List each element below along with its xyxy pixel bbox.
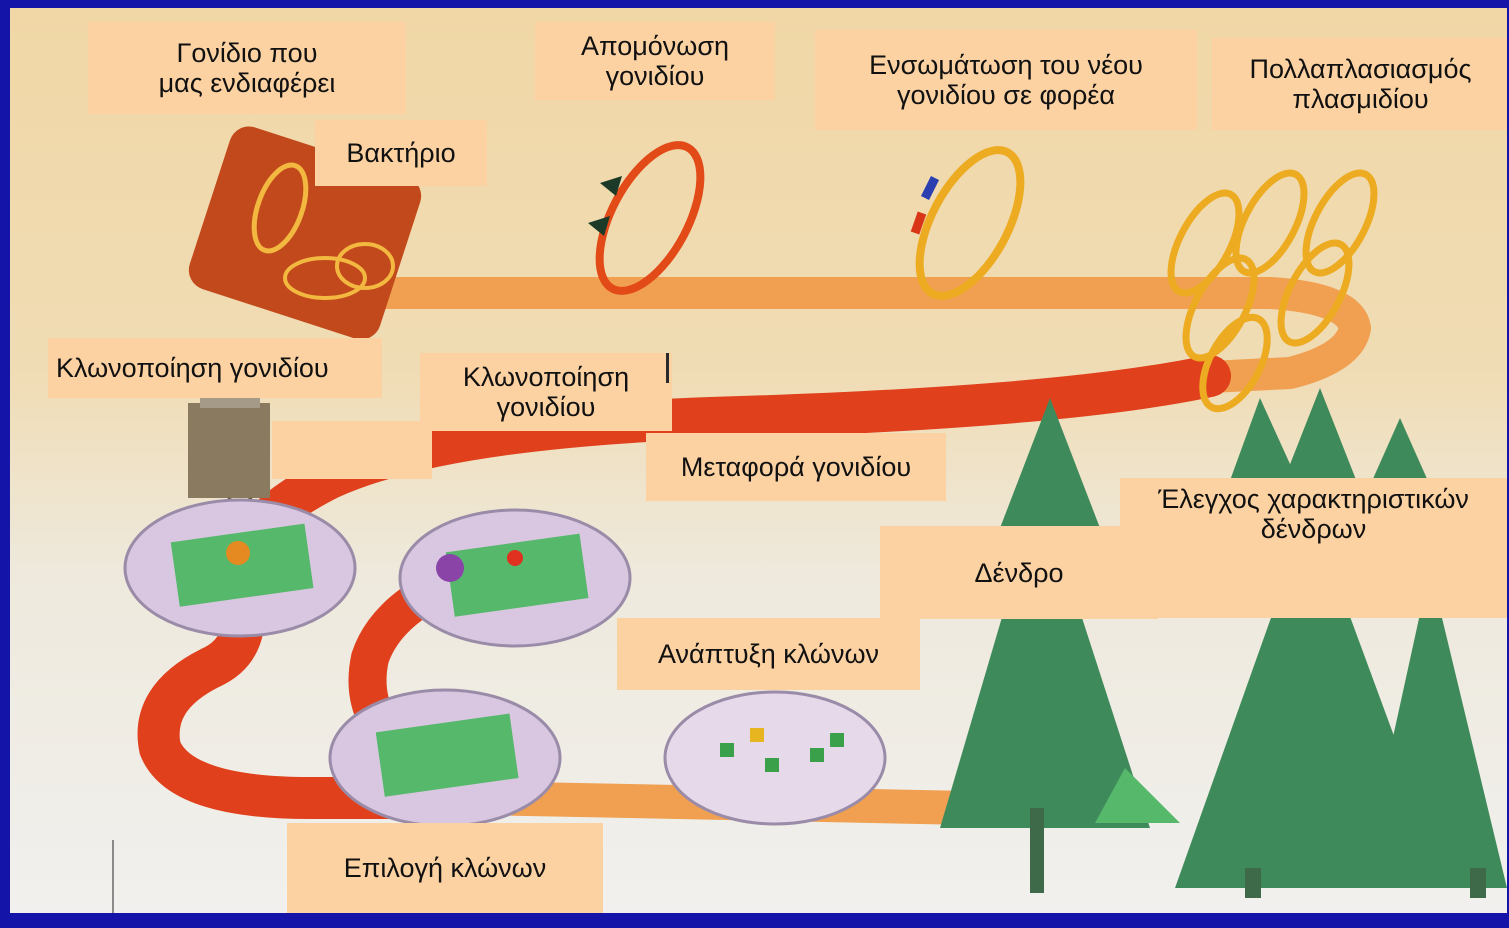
label-blank-box: [272, 421, 432, 479]
label-gene-insertion: Ενσωμάτωση του νέου γονιδίου σε φορέα: [815, 30, 1197, 130]
label-bacterium: Βακτήριο: [315, 120, 487, 186]
divider-line: [112, 840, 114, 913]
label-gene-isolation: Απομόνωση γονιδίου: [535, 22, 775, 100]
divider-line: [666, 353, 669, 383]
petri-dish-icon: [400, 510, 630, 646]
petri-dish-icon: [125, 500, 355, 636]
label-plasmid-multiplication: Πολλαπλασιασμός πλασμιδίου: [1212, 38, 1507, 130]
petri-dish-icon: [330, 690, 560, 826]
label-clone-development: Ανάπτυξη κλώνων: [617, 618, 920, 690]
label-gene-of-interest: Γονίδιο που μας ενδιαφέρει: [88, 22, 406, 114]
tree-icon: [1175, 388, 1507, 898]
petri-dish-icon: [665, 692, 885, 824]
label-tree: Δένδρο: [880, 526, 1158, 619]
label-gene-transfer: Μεταφορά γονιδίου: [646, 433, 946, 501]
label-clone-selection: Επιλογή κλώνων: [287, 823, 603, 913]
label-gene-cloning-1: Κλωνοποίηση γονιδίου: [48, 338, 382, 398]
label-gene-cloning-2: Κλωνοποίηση γονιδίου: [420, 353, 672, 431]
diagram-canvas: Γονίδιο που μας ενδιαφέρει Βακτήριο Απομ…: [10, 8, 1507, 913]
label-tree-traits-check: Έλεγχος χαρακτηριστικών δένδρων: [1120, 478, 1507, 618]
